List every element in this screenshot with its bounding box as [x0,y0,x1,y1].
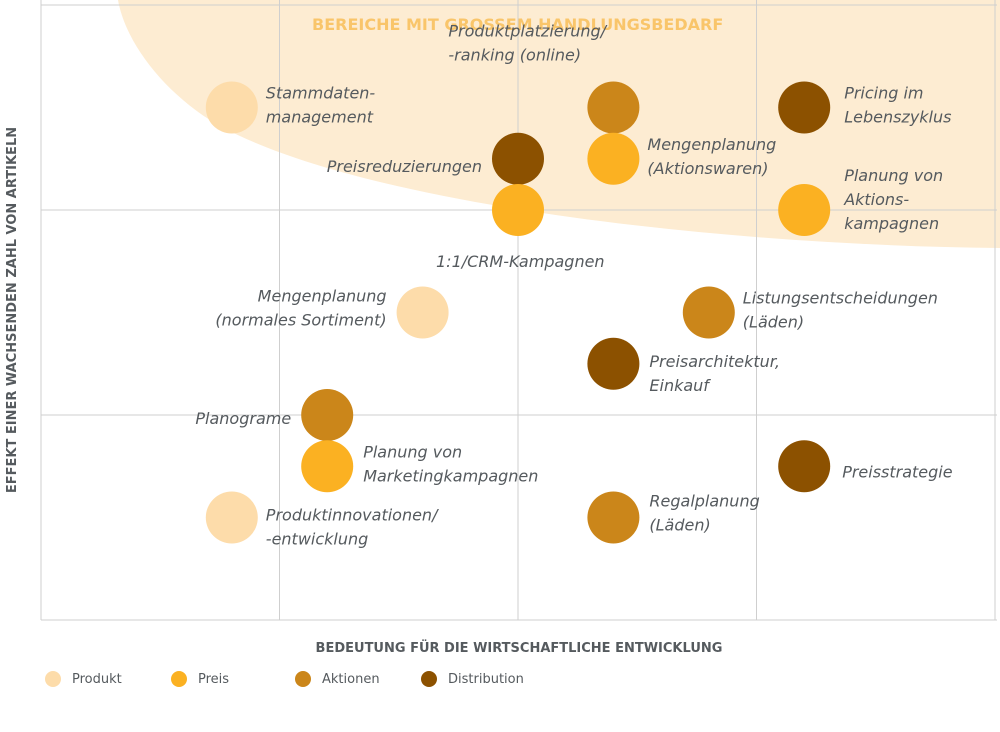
point-label-line: Mengenplanung [647,135,776,154]
point-label: Mengenplanung (Aktionswaren) [647,135,776,178]
point-label-line: Stammdaten- [266,84,376,103]
point-label-line: Lebenszyklus [844,108,951,127]
legend-item-aktionen: Aktionen [295,671,380,687]
legend-label: Preis [198,672,229,687]
legend-label: Aktionen [322,672,380,687]
point-label-line: kampagnen [844,214,939,233]
point-label: Regalplanung (Läden) [649,492,759,535]
legend-swatch [171,671,187,687]
point-labels: Stammdaten-management Produktplatzierung/… [195,22,952,549]
point-label: Stammdaten-management [266,84,376,127]
point-label-line: Produktinnovationen/ [266,506,439,525]
point-label-line: Aktions- [843,190,909,209]
high-priority-zone [118,0,1000,248]
point-label-line: -entwicklung [266,530,369,549]
point-label-line: Einkauf [649,376,711,395]
point-distribution [587,337,640,390]
point-label-line: (Läden) [649,516,710,535]
point-label-line: Preisreduzierungen [327,157,482,176]
point-produkt [205,81,258,134]
legend: Produkt Preis Aktionen Distribution [45,671,524,687]
point-label-line: (normales Sortiment) [215,311,386,330]
point-label: 1:1/CRM-Kampagnen [436,252,605,271]
grid [40,0,997,621]
point-preis [301,440,354,493]
point-aktionen [301,389,354,441]
y-axis-title: EFFEKT EINER WACHSENDEN ZAHL VON ARTIKEL… [5,127,20,493]
point-distribution [778,440,831,493]
point-label-line: 1:1/CRM-Kampagnen [436,252,605,271]
point-label: Mengenplanung (normales Sortiment) [215,287,386,330]
point-label: Preisreduzierungen [327,157,482,176]
point-label-line: Planung von [363,442,462,461]
point-aktionen [587,81,640,134]
point-aktionen [587,491,640,544]
legend-label: Distribution [448,672,524,687]
legend-item-produkt: Produkt [45,671,122,687]
point-label-line: (Läden) [743,313,804,332]
point-label-line: Pricing im [844,84,923,103]
point-label-line: Produktplatzierung/ [448,22,607,41]
point-label: Produktinnovationen/ -entwicklung [266,506,439,549]
legend-swatch [45,671,61,687]
point-distribution [492,132,544,185]
point-label: Planograme [195,409,291,428]
x-axis-title: BEDEUTUNG FÜR DIE WIRTSCHAFTLICHE ENTWIC… [316,640,723,656]
point-label-line: Listungsentscheidungen [743,289,938,308]
point-produkt [205,491,258,544]
point-label-line: Preisstrategie [842,462,953,481]
legend-swatch [295,671,311,687]
legend-swatch [421,671,437,687]
point-label-line: Planung von [844,166,943,185]
point-label-line: Mengenplanung [258,287,387,306]
point-label-line: Preisarchitektur, [649,352,780,371]
point-label-line: (Aktionswaren) [647,159,768,178]
point-label: Preisstrategie [842,462,953,481]
point-label: Produktplatzierung/ -ranking (online) [448,22,607,65]
point-aktionen [682,286,735,339]
point-distribution [778,81,831,134]
data-points [205,81,831,544]
point-label: Preisarchitektur, Einkauf [649,352,780,395]
point-label: Listungsentscheidungen (Läden) [743,289,938,332]
point-label: Pricing im Lebenszyklus [844,84,951,127]
point-label-line: Planograme [195,409,291,428]
point-label-line: management [266,108,374,127]
point-produkt [396,286,449,339]
legend-item-distribution: Distribution [421,671,524,687]
point-label-line: Regalplanung [649,492,759,511]
point-preis [492,184,544,236]
point-preis [587,132,640,185]
legend-label: Produkt [72,672,122,687]
point-preis [778,184,831,236]
point-label-line: Marketingkampagnen [363,466,538,485]
legend-item-preis: Preis [171,671,229,687]
point-label-line: -ranking (online) [448,46,581,65]
